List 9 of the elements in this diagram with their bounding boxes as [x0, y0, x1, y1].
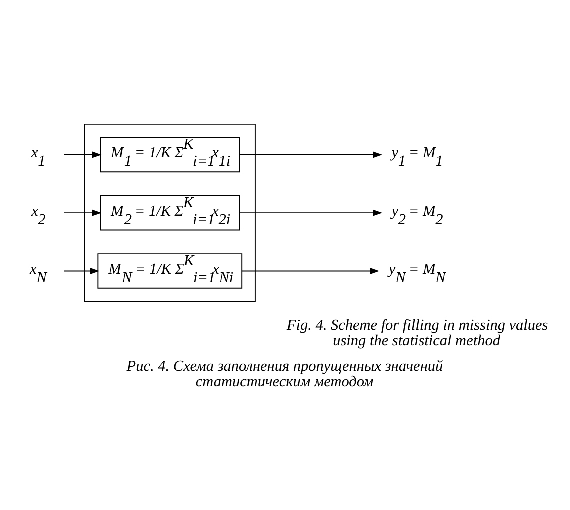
cluster — [84, 123, 256, 302]
arrow — [64, 209, 102, 216]
arrow — [240, 209, 383, 216]
arrow — [240, 151, 383, 158]
caption: Рис. 4. Схема заполнения пропущенных значений статистическим методом — [126, 358, 444, 390]
arrow — [242, 267, 380, 274]
label: Fig. 4. Scheme for filling in missing values using the statistical method — [286, 316, 548, 349]
arrow — [64, 267, 100, 274]
arrow — [64, 151, 102, 158]
